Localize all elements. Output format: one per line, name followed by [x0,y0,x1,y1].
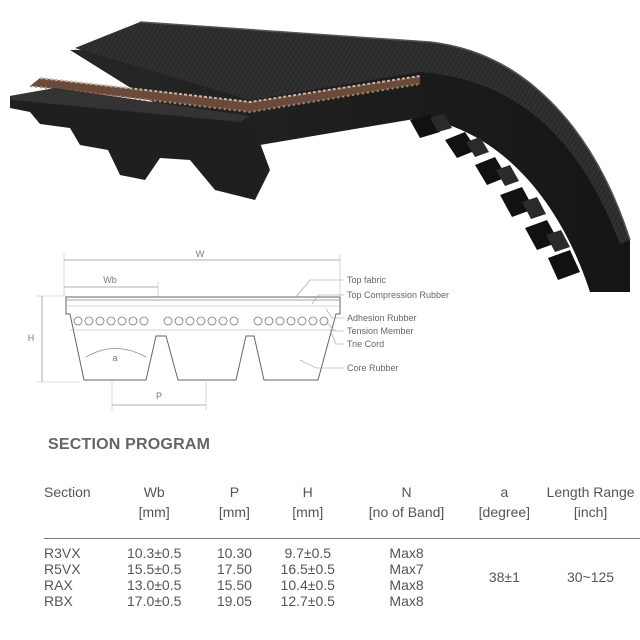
dim-label-wb: Wb [103,275,117,285]
cell-angle: 38±1 [488,569,520,585]
cell-wb: 17.0±0.5 [126,593,182,609]
dim-label-angle: a [112,353,117,363]
callout-adhesion-rubber: Adhesion Rubber [347,313,417,323]
section-program-table: Section Wb [mm] P [mm] H [mm] N [no of B… [44,482,640,609]
tension-cords [73,316,329,326]
callout-trie-cord: Trie Cord [347,339,384,349]
table-row: RBX 17.0±0.5 19.05 12.7±0.5 Max8 [44,593,640,609]
belt-illustration [10,21,631,292]
callout-top-compression-rubber: Top Compression Rubber [347,290,449,300]
section-program-title: SECTION PROGRAM [48,436,211,453]
cell-wb: 10.3±0.5 [126,545,182,561]
section-outline [65,296,341,381]
col-header-length-range: Length Range [inch] [541,482,640,539]
col-header-h: H [mm] [269,482,346,539]
cell-section: R5VX [44,561,81,577]
cell-p: 15.50 [216,577,252,593]
cell-h: 16.5±0.5 [280,561,335,577]
cell-h: 10.4±0.5 [280,577,335,593]
cell-n: Max8 [389,593,424,609]
dim-label-p: P [156,391,162,401]
col-header-wb: Wb [mm] [109,482,199,539]
table-row: R3VX 10.3±0.5 10.30 9.7±0.5 Max8 38±1 30… [44,539,640,585]
cell-n: Max7 [389,561,424,577]
cell-wb: 15.5±0.5 [126,561,182,577]
table-row: RAX 13.0±0.5 15.50 10.4±0.5 Max8 [44,577,640,593]
cell-h: 9.7±0.5 [284,545,332,561]
table-row: R5VX 15.5±0.5 17.50 16.5±0.5 Max7 [44,561,640,577]
col-header-p: P [mm] [198,482,270,539]
cell-p: 17.50 [216,561,252,577]
cell-section: RBX [44,593,73,609]
callout-tension-member: Tension Member [347,326,414,336]
cell-n: Max8 [389,545,424,561]
cell-section: R3VX [44,545,81,561]
cell-p: 19.05 [216,593,252,609]
col-header-section: Section [44,482,110,539]
cell-length-range: 30~125 [566,569,615,585]
dim-label-w: W [196,249,205,259]
cell-h: 12.7±0.5 [280,593,335,609]
table-header-row: Section Wb [mm] P [mm] H [mm] N [no of B… [44,482,640,539]
callout-core-rubber: Core Rubber [347,363,399,373]
dim-label-h: H [28,333,35,343]
cell-section: RAX [44,577,73,593]
col-header-angle: a [degree] [467,482,542,539]
cell-p: 10.30 [216,545,252,561]
angle-arc [85,348,147,358]
cross-section-diagram: W Wb H a P [28,249,449,410]
cell-wb: 13.0±0.5 [126,577,182,593]
col-header-n: N [no of Band] [345,482,468,539]
cell-n: Max8 [389,577,424,593]
callout-top-fabric: Top fabric [347,275,387,285]
